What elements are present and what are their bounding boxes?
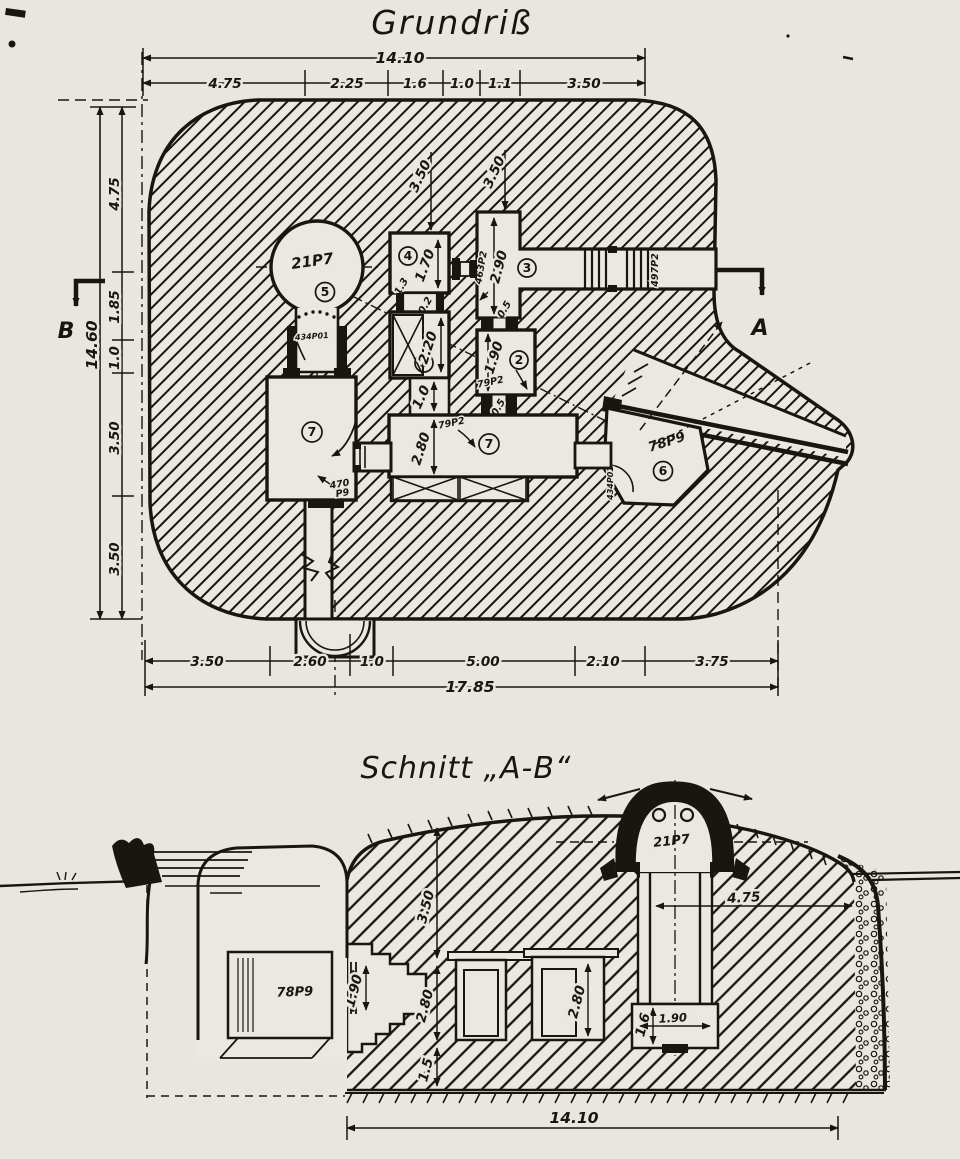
ground-left bbox=[0, 837, 162, 965]
plan-view: Grundriß 21P7 5 434P01 4 1.70 bbox=[58, 3, 855, 700]
dim-left-total: 14.60 bbox=[83, 320, 101, 369]
dim-left-2: 1.85 bbox=[107, 290, 123, 323]
plan-dim-top: 14.10 4.75 2.25 1.6 1.0 1.1 3.50 bbox=[142, 47, 646, 96]
section-base: 14.10 bbox=[345, 1088, 886, 1140]
turret-room-number: 5 bbox=[321, 284, 330, 299]
fire-lines bbox=[639, 321, 813, 445]
svg-text:A: A bbox=[749, 316, 768, 341]
doorway-1 bbox=[447, 951, 533, 1042]
dim-bot-3: 1.0 bbox=[360, 654, 384, 670]
room-2: 2 1.90 79P2 bbox=[475, 328, 537, 397]
plan-dim-bottom: 3.50 2.60 1.0 5.00 2.10 3.75 17.85 bbox=[144, 634, 779, 699]
room-5-number: 5 bbox=[420, 355, 429, 370]
dim-bot-total: 17.85 bbox=[445, 678, 494, 696]
lock-5-7: 1.0 bbox=[407, 376, 451, 417]
dim-top-1: 4.75 bbox=[207, 76, 241, 92]
entrance-number: 6 bbox=[659, 463, 668, 478]
section-title: Schnitt „A-B“ bbox=[361, 751, 572, 786]
dim-top-5: 1.1 bbox=[488, 76, 512, 92]
turret-section-label: 21P7 bbox=[653, 832, 692, 851]
dim-bot-5: 2.10 bbox=[586, 654, 619, 670]
porch bbox=[294, 617, 376, 659]
dim-left-4: 3.50 bbox=[107, 421, 123, 454]
backfill-right bbox=[836, 854, 960, 1091]
room-4: 4 1.70 1.3 bbox=[388, 231, 451, 299]
exit-grating bbox=[583, 250, 650, 288]
turret-part-number: 434P01 bbox=[294, 331, 329, 342]
excavation-dashes bbox=[146, 885, 345, 1098]
shaft-base-w-dim: 1.90 bbox=[658, 1010, 687, 1025]
dim-bot-2: 2.60 bbox=[293, 654, 326, 670]
entrance-part-number: 434P01 bbox=[606, 466, 615, 501]
dim-left-1: 4.75 bbox=[107, 177, 123, 211]
south-corridor bbox=[294, 498, 376, 659]
dim-bot-1: 3.50 bbox=[190, 654, 223, 670]
plan-title: Grundriß bbox=[371, 3, 532, 42]
room-7-left-part-1: 470 bbox=[328, 477, 351, 492]
entrance-structure: 78P9 bbox=[148, 844, 349, 1062]
room-2-number: 2 bbox=[515, 352, 524, 367]
dim-bot-6: 3.75 bbox=[695, 654, 728, 670]
door-7l-7m bbox=[352, 441, 393, 473]
entrance-door-label: 78P9 bbox=[276, 984, 313, 1000]
plan-dim-left: 14.60 4.75 1.85 1.0 3.50 3.50 bbox=[81, 106, 142, 620]
room-7-mid: 7 2.80 79P2 bbox=[387, 413, 579, 503]
room-3-number: 3 bbox=[523, 260, 532, 275]
dim-top-6: 3.50 bbox=[567, 76, 600, 92]
overall-width-dim: 14.10 bbox=[549, 1109, 598, 1127]
door-jamb bbox=[506, 395, 517, 416]
dim-top-2: 2.25 bbox=[330, 76, 363, 92]
dim-bot-4: 5.00 bbox=[466, 654, 499, 670]
mound-grass bbox=[367, 805, 827, 866]
section-view: Schnitt „A-B“ 1.90 3.50 2.80 1.5 bbox=[0, 751, 960, 1140]
room-4-number: 4 bbox=[404, 248, 413, 263]
dim-top-4: 1.0 bbox=[450, 76, 474, 92]
door-jamb bbox=[481, 395, 492, 416]
room-5-stair: 5 2.20 bbox=[388, 310, 451, 380]
entrance-door bbox=[226, 950, 334, 1040]
dim-left-3: 1.0 bbox=[107, 346, 123, 370]
entrance-corridor bbox=[573, 441, 613, 470]
turret-offset-dim: 4.75 bbox=[726, 889, 761, 907]
room-7-left-number: 7 bbox=[308, 424, 317, 439]
turret-ring-dots bbox=[297, 310, 336, 319]
room-7-left-part-2: P9 bbox=[335, 487, 351, 500]
turret-section: 21P7 1.6 1.90 4.75 bbox=[556, 780, 853, 1056]
doorway-2: 2.80 bbox=[523, 948, 619, 1042]
bunks bbox=[392, 476, 527, 501]
section-marker-B: B bbox=[58, 278, 105, 344]
dim-top-3: 1.6 bbox=[403, 76, 427, 92]
dim-top-total: 14.10 bbox=[375, 49, 424, 67]
dim-left-5: 3.50 bbox=[107, 542, 123, 575]
section-marker-A: A bbox=[716, 267, 769, 341]
gun-port bbox=[452, 258, 477, 280]
room-7-mid-number: 7 bbox=[485, 436, 494, 451]
svg-text:B: B bbox=[58, 319, 75, 344]
room-7-left: 7 470 P9 bbox=[265, 375, 358, 502]
turret-room: 21P7 5 434P01 bbox=[269, 219, 365, 376]
exit-part-number: 497P2 bbox=[650, 253, 661, 288]
entrance-area: 78P9 6 434P01 bbox=[573, 321, 849, 507]
